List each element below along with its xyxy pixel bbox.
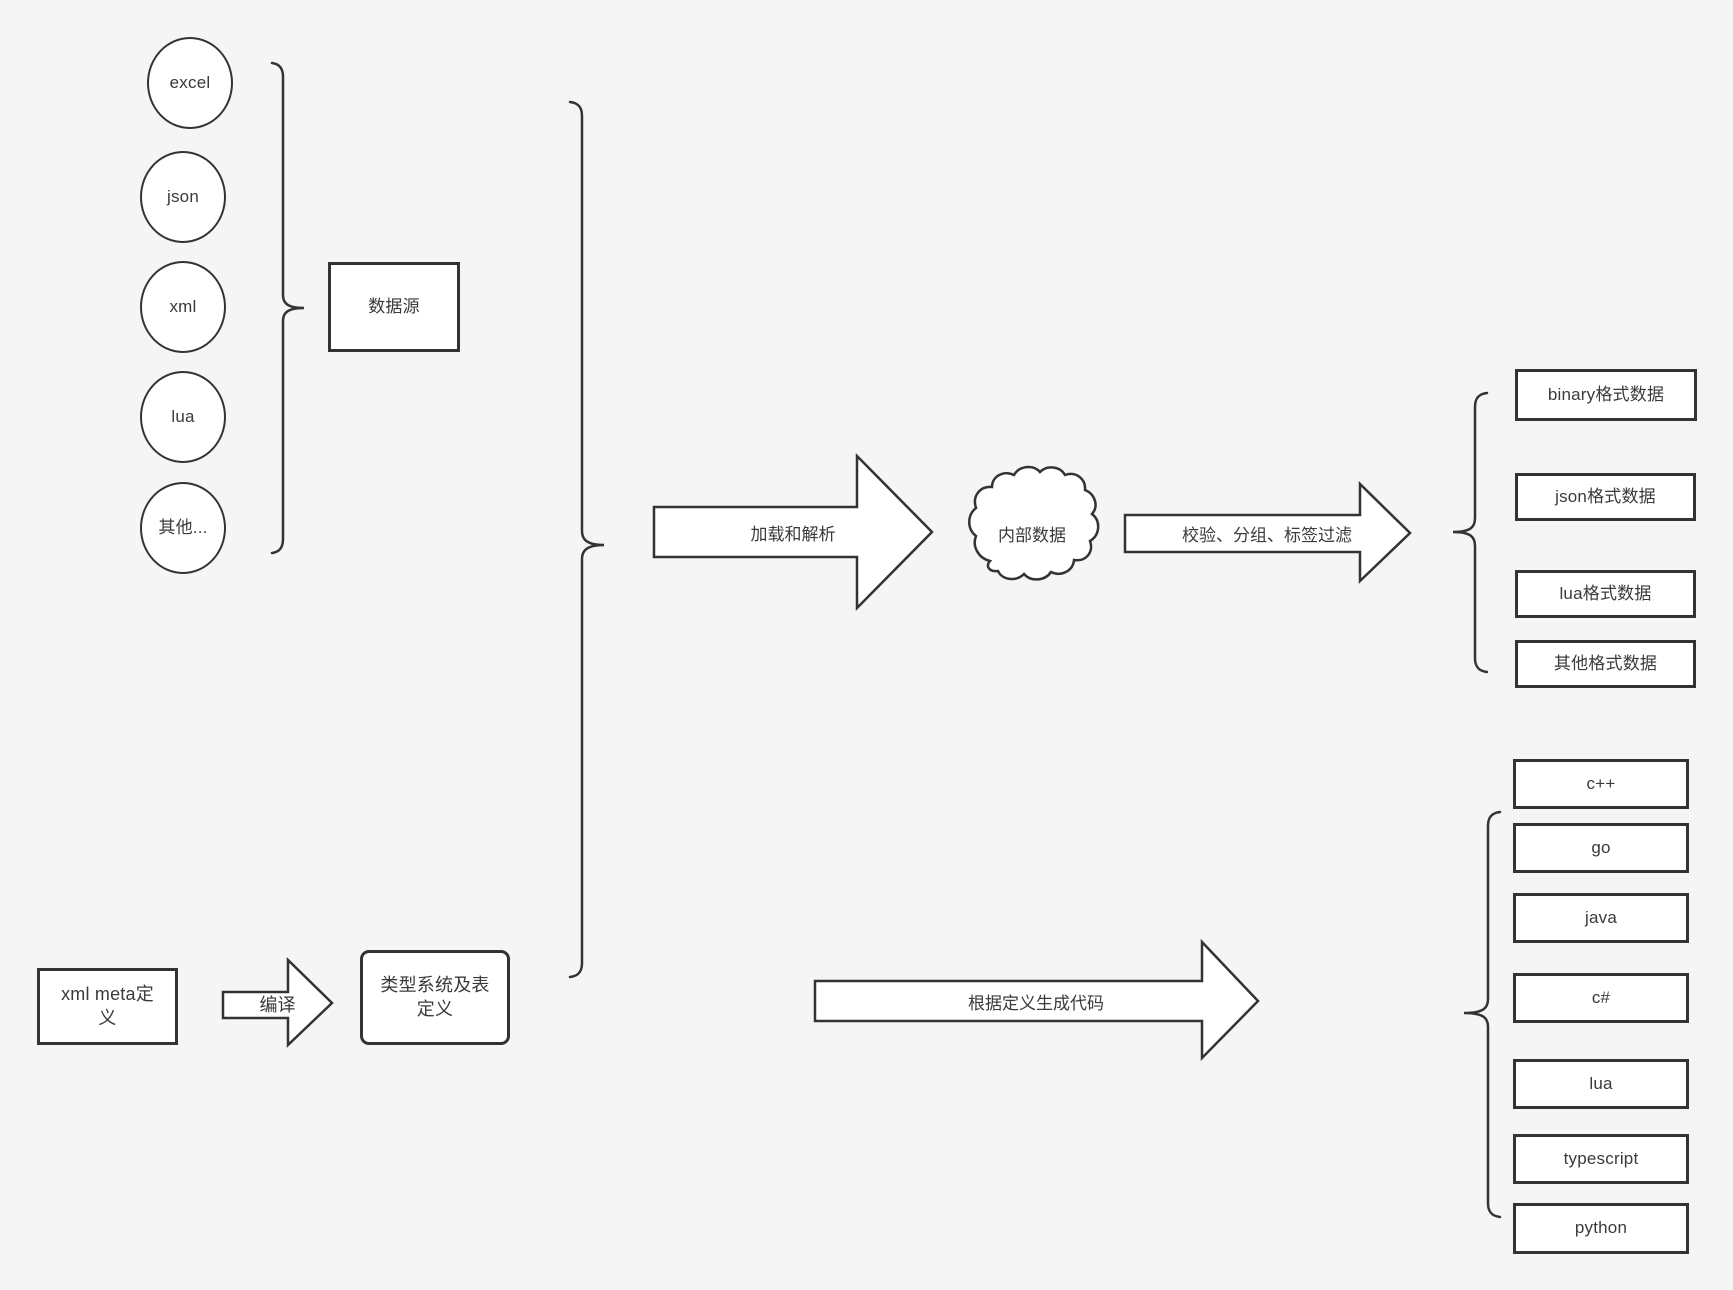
source-node-xml-label: xml — [169, 296, 197, 316]
source-node-other[interactable]: 其他... — [140, 482, 226, 574]
arrow-compile[interactable] — [221, 957, 334, 1048]
language-box-csharp-label: c# — [1591, 987, 1611, 1007]
arrow-filter[interactable] — [1123, 481, 1412, 584]
xml-meta-box[interactable]: xml meta定义 — [37, 968, 178, 1045]
format-box-lua[interactable]: lua格式数据 — [1515, 570, 1696, 618]
source-node-lua-label: lua — [171, 406, 195, 426]
source-node-other-label: 其他... — [158, 517, 208, 537]
format-box-json[interactable]: json格式数据 — [1515, 473, 1696, 521]
language-box-typescript[interactable]: typescript — [1513, 1134, 1689, 1184]
type-system-box[interactable]: 类型系统及表定义 — [360, 950, 510, 1045]
format-box-binary[interactable]: binary格式数据 — [1515, 369, 1697, 421]
language-box-csharp[interactable]: c# — [1513, 973, 1689, 1023]
language-box-go[interactable]: go — [1513, 823, 1689, 873]
format-box-binary-label: binary格式数据 — [1547, 384, 1665, 404]
cloud-internal-data[interactable] — [968, 465, 1100, 581]
brace-sources[interactable] — [270, 61, 305, 555]
format-box-other-label: 其他格式数据 — [1553, 653, 1658, 673]
format-box-json-label: json格式数据 — [1555, 486, 1656, 506]
datasource-box[interactable]: 数据源 — [328, 262, 460, 352]
format-box-lua-label: lua格式数据 — [1559, 583, 1652, 603]
language-box-java-label: java — [1585, 907, 1617, 927]
arrow-load-parse[interactable] — [652, 452, 934, 612]
language-box-cpp[interactable]: c++ — [1513, 759, 1689, 809]
format-box-other[interactable]: 其他格式数据 — [1515, 640, 1696, 688]
source-node-json-label: json — [167, 186, 199, 206]
brace-data-formats[interactable] — [1452, 391, 1489, 674]
xml-meta-label: xml meta定义 — [61, 984, 154, 1028]
language-box-lua[interactable]: lua — [1513, 1059, 1689, 1109]
arrow-generate-code[interactable] — [813, 938, 1260, 1062]
language-box-lua-label: lua — [1589, 1073, 1613, 1093]
language-box-typescript-label: typescript — [1563, 1148, 1639, 1168]
language-box-go-label: go — [1591, 837, 1611, 857]
language-box-python[interactable]: python — [1513, 1203, 1689, 1254]
brace-languages[interactable] — [1463, 810, 1502, 1219]
source-node-xml[interactable]: xml — [140, 261, 226, 353]
type-system-label: 类型系统及表定义 — [380, 975, 490, 1019]
language-box-python-label: python — [1574, 1218, 1628, 1238]
datasource-label: 数据源 — [368, 296, 420, 316]
language-box-java[interactable]: java — [1513, 893, 1689, 943]
brace-pipeline-input[interactable] — [568, 100, 605, 979]
source-node-excel-label: excel — [169, 72, 211, 92]
source-node-json[interactable]: json — [140, 151, 226, 243]
language-box-cpp-label: c++ — [1586, 773, 1616, 793]
source-node-lua[interactable]: lua — [140, 371, 226, 463]
source-node-excel[interactable]: excel — [147, 37, 233, 129]
